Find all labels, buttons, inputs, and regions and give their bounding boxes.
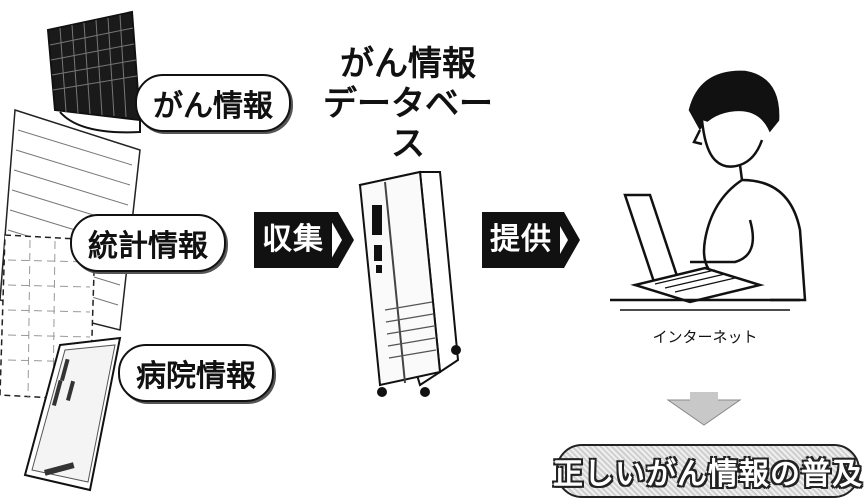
- result-banner: 正しいがん情報の普及: [553, 444, 863, 498]
- server-tower-illustration: [358, 170, 461, 397]
- result-label: 正しいがん情報の普及: [553, 457, 863, 492]
- collect-label: 収集: [254, 212, 332, 268]
- provide-label: 提供: [482, 212, 560, 268]
- collect-arrow-icon: [326, 212, 354, 268]
- source-label-cancer-info: がん情報: [135, 74, 291, 132]
- collect-tag: 収集: [254, 212, 332, 268]
- source-label-hospital: 病院情報: [118, 344, 274, 402]
- database-title-line2: データベース: [323, 84, 493, 164]
- internet-label: インターネット: [652, 328, 758, 346]
- provide-tag: 提供: [482, 212, 560, 268]
- provide-arrow-icon: [552, 212, 580, 268]
- source-label-statistics: 統計情報: [70, 214, 226, 272]
- database-title-line1: がん情報: [340, 44, 476, 84]
- database-title: がん情報 データベース: [318, 44, 498, 164]
- data-grid-sheet-illustration: [46, 10, 142, 134]
- down-arrow-icon: [666, 392, 742, 426]
- hospital-booklet-illustration: [23, 336, 122, 492]
- person-laptop-illustration: [610, 70, 807, 311]
